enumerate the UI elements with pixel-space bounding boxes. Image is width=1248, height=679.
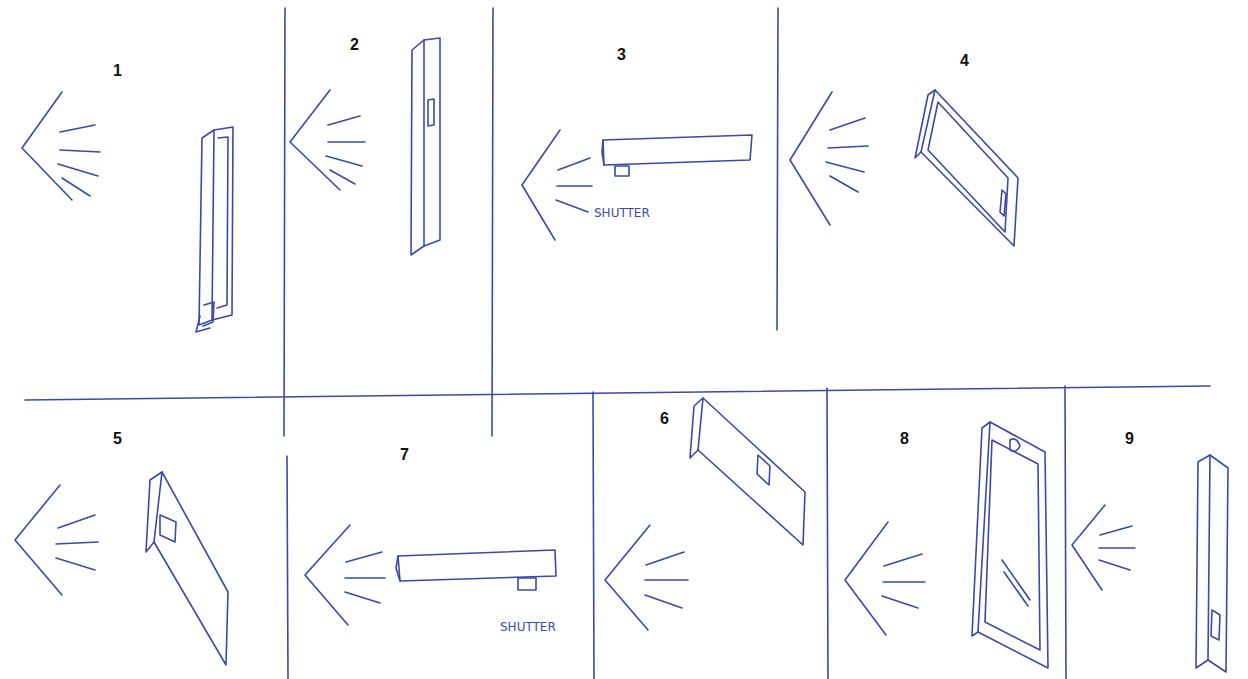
panel-number: 4	[960, 52, 969, 70]
panel-number: 3	[617, 46, 626, 64]
panel-number: 9	[1125, 430, 1134, 448]
panel-number: 5	[113, 430, 122, 448]
panel-dividers	[25, 8, 1210, 679]
panel-number: 1	[113, 62, 122, 80]
light-rays	[15, 90, 1135, 635]
panel-number: 7	[400, 446, 409, 464]
shutter-note: SHUTTER	[500, 620, 556, 634]
shutter-note: SHUTTER	[594, 206, 650, 220]
panel-number: 8	[900, 430, 909, 448]
panel-number: 2	[350, 36, 359, 54]
panel-number: 6	[660, 410, 669, 428]
phone-sketches	[146, 38, 1228, 672]
